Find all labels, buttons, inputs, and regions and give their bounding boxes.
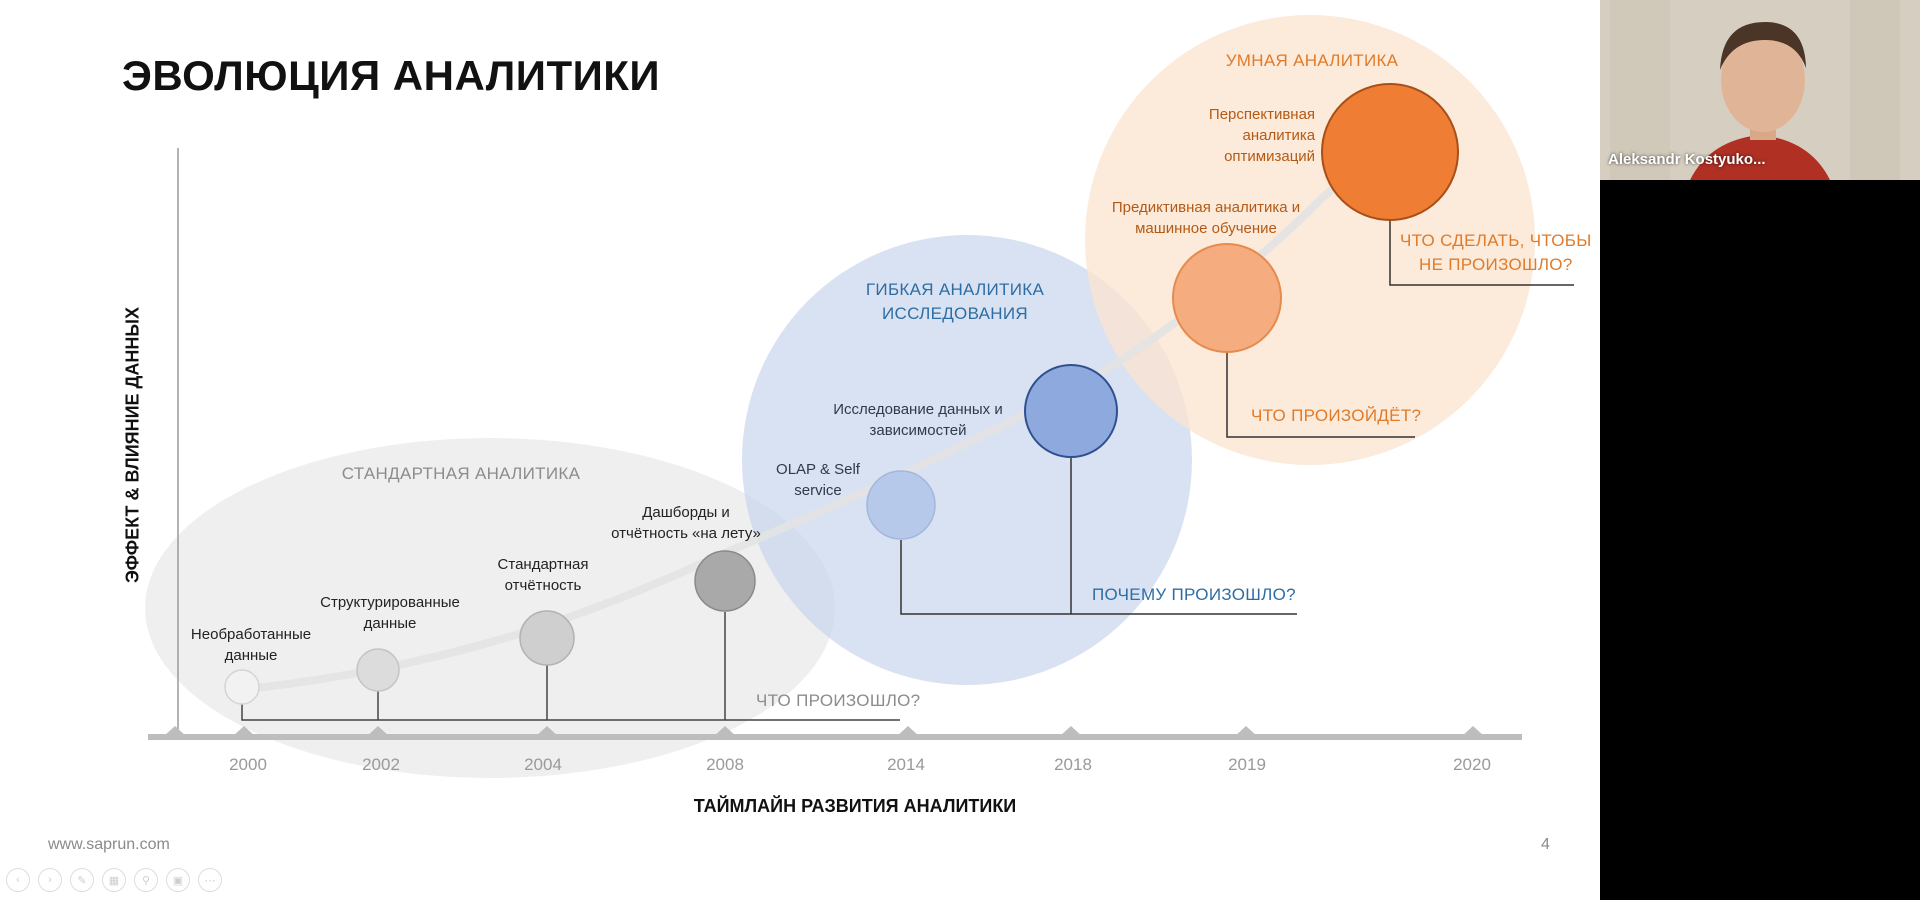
pen-icon[interactable]: ✎: [70, 868, 94, 892]
growth-curve: [236, 141, 1394, 694]
why-happened-connector: [900, 540, 1297, 615]
year-label: 2020: [1453, 755, 1491, 774]
timeline-diagram: [145, 15, 1574, 778]
website-footer: www.saprun.com: [48, 836, 170, 853]
participant-video-frame: [1600, 0, 1920, 180]
y-axis-label: ЭФФЕКТ & ВЛИЯНИЕ ДАННЫХ: [122, 307, 143, 583]
question-what-to-do: ЧТО СДЕЛАТЬ, ЧТОБЫ НЕ ПРОИЗОШЛО?: [1400, 231, 1592, 274]
zoom-icon[interactable]: ⚲: [134, 868, 158, 892]
participant-video-tile[interactable]: Aleksandr Kostyuko...: [1600, 0, 1920, 180]
what-happened-connector: [241, 703, 900, 721]
year-label: 2000: [229, 755, 267, 774]
zone-title-flexible: ГИБКАЯ АНАЛИТИКА ИССЛЕДОВАНИЯ: [865, 280, 1045, 323]
standard-zone-bg: [145, 438, 835, 778]
next-slide-icon[interactable]: ›: [38, 868, 62, 892]
year-label: 2019: [1228, 755, 1266, 774]
flexible-zone-bg: [742, 235, 1192, 685]
year-label: 2018: [1054, 755, 1092, 774]
presentation-slide: ЭВОЛЮЦИЯ АНАЛИТИКИ ЭФФЕКТ & ВЛИЯНИЕ ДАНН…: [0, 0, 1600, 900]
stage-circle-prescriptive: [1321, 83, 1459, 221]
timeline-tick-markers: [163, 726, 1485, 737]
what-will-happen-connector: [1226, 352, 1415, 438]
slideshow-toolbar: ‹ › ✎ ▦ ⚲ ▣ ⋯: [6, 868, 222, 892]
year-label: 2014: [887, 755, 925, 774]
stage-circle-standard-reporting: [519, 610, 575, 666]
participant-name: Aleksandr Kostyuko...: [1608, 151, 1766, 168]
stage-circle-dashboards: [694, 550, 756, 612]
zone-title-standard: СТАНДАРТНАЯ АНАЛИТИКА: [341, 464, 581, 483]
stage-circle-olap: [866, 470, 936, 540]
slide-title: ЭВОЛЮЦИЯ АНАЛИТИКИ: [122, 52, 661, 99]
stage-circle-predictive: [1172, 243, 1282, 353]
zone-title-smart: УМНАЯ АНАЛИТИКА: [1225, 51, 1399, 70]
page-number: 4: [1541, 836, 1550, 853]
more-options-icon[interactable]: ⋯: [198, 868, 222, 892]
all-slides-icon[interactable]: ▦: [102, 868, 126, 892]
x-axis-label: ТАЙМЛАЙН РАЗВИТИЯ АНАЛИТИКИ: [693, 796, 1017, 816]
stage-circle-research: [1024, 364, 1118, 458]
question-what-happened: ЧТО ПРОИЗОШЛО?: [756, 691, 921, 710]
year-label: 2002: [362, 755, 400, 774]
stage-circle-raw-data: [224, 669, 260, 705]
year-label: 2004: [524, 755, 562, 774]
previous-slide-icon[interactable]: ‹: [6, 868, 30, 892]
stage-circle-structured-data: [356, 648, 400, 692]
year-label: 2008: [706, 755, 744, 774]
question-what-will-happen: ЧТО ПРОИЗОЙДЁТ?: [1251, 406, 1422, 425]
what-to-do-connector: [1389, 213, 1574, 286]
question-why-happened: ПОЧЕМУ ПРОИЗОШЛО?: [1092, 585, 1296, 604]
screen-icon[interactable]: ▣: [166, 868, 190, 892]
